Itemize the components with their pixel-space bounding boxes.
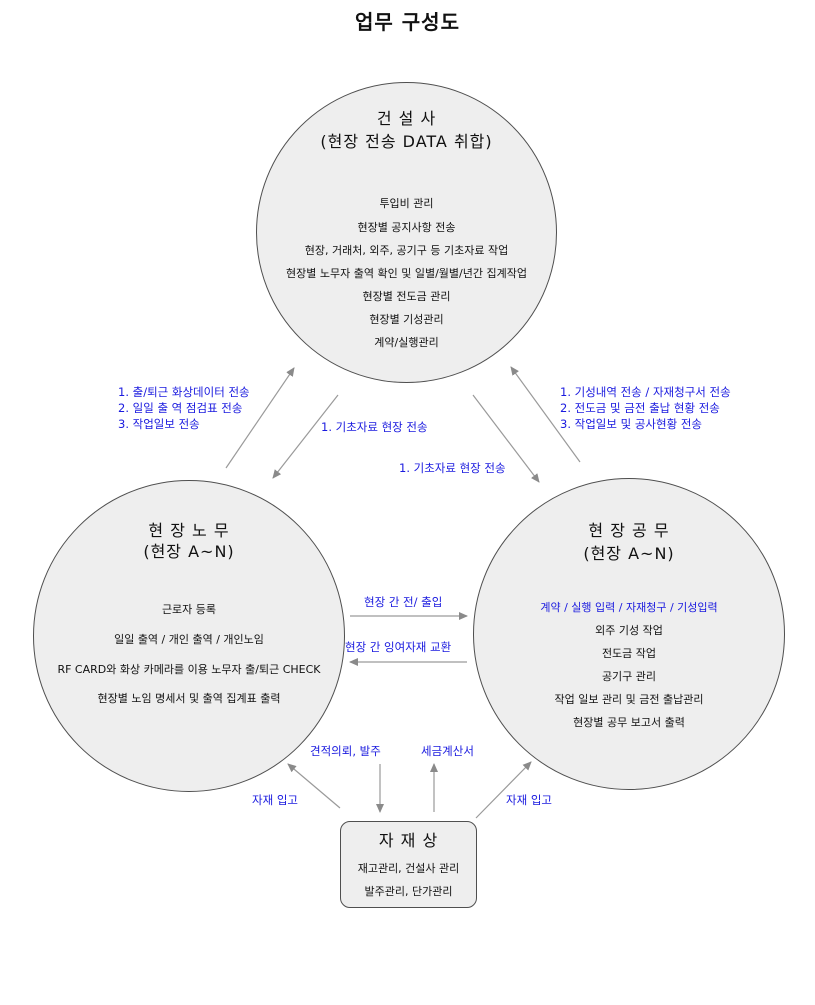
label-works-to-company: 1. 기성내역 전송 / 자재청구서 전송 2. 전도금 및 금전 출납 현황 … — [560, 384, 731, 432]
supplier-heading: 자 재 상 — [378, 831, 439, 850]
label-line: 3. 작업일보 전송 — [118, 417, 200, 431]
works-heading: 현 장 공 무 — [588, 521, 670, 540]
labor-item: 현장별 노임 명세서 및 출역 집계표 출력 — [97, 692, 281, 705]
arrow-company-to-works — [472, 394, 540, 483]
company-item: 현장별 노무자 출역 확인 및 일별/월별/년간 집계작업 — [286, 267, 527, 280]
label-line: 1. 출/퇴근 화상데이터 전송 — [118, 385, 250, 399]
arrow-supplier-to-works — [475, 761, 532, 819]
node-works — [473, 478, 785, 790]
label-supplier-to-works-invoice: 세금계산서 — [421, 744, 474, 758]
labor-subheading: (현장 A~N) — [143, 542, 235, 561]
node-supplier — [340, 821, 477, 908]
label-supplier-to-works: 자재 입고 — [506, 793, 552, 807]
arrow-supplier-to-labor — [287, 763, 341, 809]
works-item: 공기구 관리 — [601, 670, 657, 683]
company-item: 투입비 관리 — [379, 197, 434, 210]
arrow-works-to-company — [510, 366, 581, 463]
works-item: 외주 기성 작업 — [595, 624, 663, 637]
label-supplier-to-labor: 자재 입고 — [252, 793, 298, 807]
arrow-company-to-labor — [272, 394, 339, 479]
labor-item: RF CARD와 화상 카메라를 이용 노무자 출/퇴근 CHECK — [57, 663, 321, 676]
company-item: 현장별 기성관리 — [369, 313, 444, 326]
arrow-labor-to-company — [225, 367, 295, 469]
diagram-title: 업무 구성도 — [355, 10, 460, 34]
labor-heading: 현 장 노 무 — [148, 521, 230, 540]
supplier-item: 재고관리, 건설사 관리 — [357, 862, 460, 875]
company-item: 현장별 전도금 관리 — [362, 290, 451, 303]
node-labor — [33, 480, 345, 792]
node-company — [256, 82, 557, 383]
labor-item: 일일 출역 / 개인 출역 / 개인노임 — [114, 633, 264, 646]
company-item: 현장, 거래처, 외주, 공기구 등 기초자료 작업 — [304, 244, 509, 257]
company-heading: 건 설 사 — [376, 109, 437, 128]
label-company-to-works: 1. 기초자료 현장 전송 — [399, 461, 506, 475]
works-item: 작업 일보 관리 및 금전 출납관리 — [554, 693, 704, 706]
label-line: 1. 기성내역 전송 / 자재청구서 전송 — [560, 385, 731, 399]
works-subheading: (현장 A~N) — [583, 544, 675, 563]
labor-item: 근로자 등록 — [161, 603, 217, 616]
label-line: 3. 작업일보 및 공사현황 전송 — [560, 417, 702, 431]
label-labor-to-works: 현장 간 전/ 출입 — [364, 595, 443, 609]
label-works-to-labor: 현장 간 잉여자재 교환 — [345, 640, 452, 654]
label-line: 2. 전도금 및 금전 출납 현황 전송 — [560, 401, 720, 415]
works-highlight-item: 계약 / 실행 입력 / 자재청구 / 기성입력 — [540, 601, 718, 614]
company-subheading: (현장 전송 DATA 취합) — [320, 132, 493, 151]
company-item: 현장별 공지사항 전송 — [357, 221, 456, 234]
works-item: 전도금 작업 — [601, 647, 657, 660]
label-line: 2. 일일 출 역 점검표 전송 — [118, 401, 243, 415]
company-item: 계약/실행관리 — [374, 336, 439, 349]
label-labor-to-company: 1. 출/퇴근 화상데이터 전송 2. 일일 출 역 점검표 전송 3. 작업일… — [118, 384, 250, 432]
supplier-item: 발주관리, 단가관리 — [364, 885, 453, 898]
label-works-to-supplier: 견적의뢰, 발주 — [310, 744, 381, 758]
label-company-to-labor: 1. 기초자료 현장 전송 — [321, 420, 428, 434]
works-item: 현장별 공무 보고서 출력 — [573, 716, 685, 729]
